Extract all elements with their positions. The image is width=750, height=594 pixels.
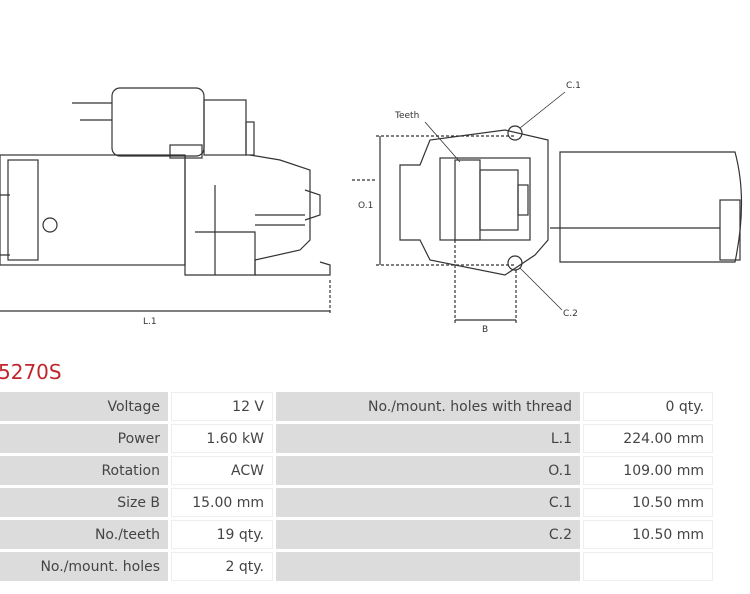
spec-value: 109.00 mm xyxy=(583,456,713,485)
svg-text:O.1: O.1 xyxy=(358,201,373,211)
spec-label: No./mount. holes with thread xyxy=(276,392,580,421)
spec-value: 15.00 mm xyxy=(171,488,273,517)
spec-value: 12 V xyxy=(171,392,273,421)
spec-label: Voltage xyxy=(0,392,168,421)
svg-text:Teeth: Teeth xyxy=(394,111,419,121)
spec-value: ACW xyxy=(171,456,273,485)
spec-label: C.2 xyxy=(276,520,580,549)
length-dimension: L.1 xyxy=(0,280,331,327)
spec-label: L.1 xyxy=(276,424,580,453)
part-number-title: 5270S xyxy=(0,360,62,384)
spec-label: Size B xyxy=(0,488,168,517)
spec-value: 10.50 mm xyxy=(583,520,713,549)
spec-value xyxy=(583,552,713,581)
spec-label: C.1 xyxy=(276,488,580,517)
svg-text:L.1: L.1 xyxy=(143,317,157,327)
spec-value: 19 qty. xyxy=(171,520,273,549)
svg-text:C.2: C.2 xyxy=(563,309,578,319)
svg-text:C.1: C.1 xyxy=(566,81,581,91)
spec-label: Power xyxy=(0,424,168,453)
spec-label: O.1 xyxy=(276,456,580,485)
spec-label: No./mount. holes xyxy=(0,552,168,581)
starter-motor-diagram: L.1 O.1 B C.1 C.2 Teeth xyxy=(0,81,743,335)
spec-value: 10.50 mm xyxy=(583,488,713,517)
spec-value: 2 qty. xyxy=(171,552,273,581)
front-view: O.1 B C.1 C.2 Teeth xyxy=(352,81,743,335)
side-view xyxy=(0,87,331,276)
spec-value: 1.60 kW xyxy=(171,424,273,453)
spec-label: No./teeth xyxy=(0,520,168,549)
svg-text:B: B xyxy=(482,325,488,335)
spec-value: 0 qty. xyxy=(583,392,713,421)
spec-label xyxy=(276,552,580,581)
spec-value: 224.00 mm xyxy=(583,424,713,453)
spec-label: Rotation xyxy=(0,456,168,485)
